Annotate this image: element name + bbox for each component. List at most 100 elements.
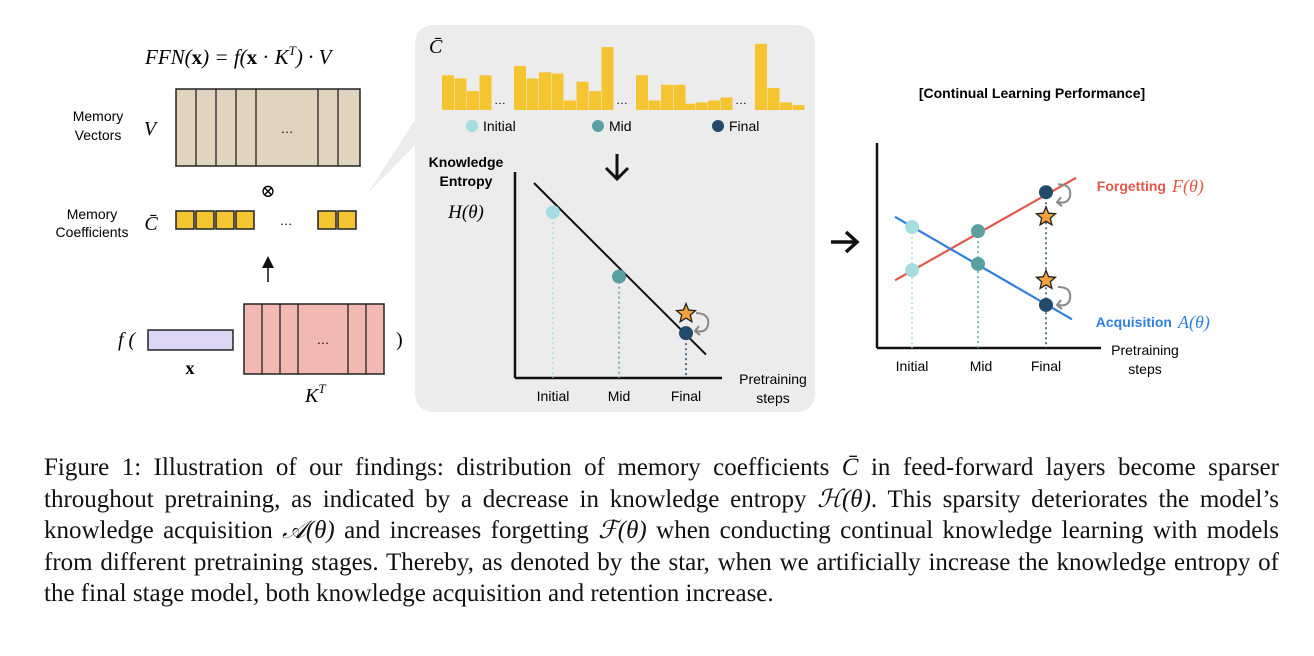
callout-background — [368, 25, 815, 412]
memory-coefficients-boxes: … — [175, 210, 357, 230]
histogram-initial-bar — [539, 72, 551, 110]
left-panel: FFN(x) = f(x · KT) · V Memory Vectors V … — [56, 43, 403, 407]
histogram-initial-bar — [454, 78, 467, 110]
acquisition-label: Acquisition — [1096, 314, 1172, 330]
histogram-initial-bar — [479, 75, 492, 110]
histogram-initial-bar — [514, 65, 526, 110]
mid-x-label-1: Pretraining — [739, 371, 807, 387]
histogram-final-ellipsis: … — [735, 93, 747, 107]
v-symbol: V — [144, 118, 159, 140]
big-right-arrow — [831, 230, 860, 254]
acquisition-star-icon — [1034, 268, 1058, 290]
histogram-initial-bar — [526, 78, 539, 110]
kt-symbol: KT — [304, 381, 326, 407]
f-open-paren: f ( — [118, 329, 137, 351]
forgetting-point-mid — [971, 224, 985, 239]
forgetting-curl-arrow-icon-head — [1055, 196, 1063, 207]
acquisition-point-mid — [971, 256, 985, 271]
down-arrow — [604, 154, 630, 182]
kt-ellipsis: … — [317, 332, 330, 347]
histogram-final-bar — [780, 102, 792, 110]
histogram-mid-bar — [576, 81, 589, 111]
memory-vectors-matrix: … — [175, 88, 361, 167]
right-x-tick-initial: Initial — [896, 358, 929, 374]
histogram-final-bar — [792, 105, 805, 110]
histogram-initial-bar — [467, 91, 479, 110]
close-paren: ) — [396, 329, 403, 351]
legend: Initial Mid Final — [466, 118, 759, 134]
continual-learning-chart — [894, 176, 1077, 348]
histogram-final-bar — [708, 100, 720, 110]
right-x-tick-final: Final — [1031, 358, 1061, 374]
legend-initial-label: Initial — [483, 118, 516, 134]
mid-x-tick-initial: Initial — [537, 388, 570, 404]
right-x-label-2: steps — [1128, 361, 1161, 377]
caption-text-1: Figure 1: Illustration of our findings: … — [44, 454, 842, 481]
forgetting-curl-arrow-icon — [1057, 183, 1072, 204]
mid-x-tick-final: Final — [671, 388, 701, 404]
memory-vectors-label-2: Vectors — [75, 127, 122, 143]
histograms: ……… — [442, 43, 805, 111]
mid-x-tick-mid: Mid — [608, 388, 631, 404]
caption-text-5: when conducting continual knowledge lear… — [44, 517, 1279, 607]
caption-c-bar: C̄ — [841, 454, 859, 481]
x-symbol: x — [186, 358, 195, 378]
otimes-symbol: ⊗ — [260, 181, 275, 201]
middle-panel: C̄ ……… Initial Mid Final Knowledge Entro… — [368, 25, 815, 412]
acquisition-point-final — [1039, 297, 1053, 312]
histogram-final-bar — [683, 103, 695, 110]
memory-coefficients-label-2: Coefficients — [56, 224, 129, 240]
caption-a-theta: 𝒜(θ) — [282, 517, 335, 544]
entropy-point-initial — [546, 205, 560, 220]
legend-final-label: Final — [729, 118, 759, 134]
legend-mid-marker — [592, 120, 604, 132]
legend-final-marker — [712, 120, 724, 132]
entropy-label-1: Knowledge — [429, 154, 504, 170]
acquisition-curl-arrow-icon-head — [1055, 299, 1063, 310]
histogram-final-bar — [755, 43, 767, 110]
histogram-final-bar — [767, 88, 780, 111]
forgetting-point-final — [1039, 185, 1053, 200]
ffn-equation: FFN(x) = f(x · KT) · V — [144, 43, 334, 69]
entropy-curl-arrow-icon — [695, 312, 710, 333]
kt-matrix: … — [243, 303, 385, 375]
forgetting-symbol: F(θ) — [1171, 176, 1204, 197]
histogram-final-bar — [720, 97, 733, 110]
histogram-mid-bar — [589, 91, 601, 110]
histogram-mid-bar — [636, 75, 648, 110]
histogram-initial-bar — [551, 73, 564, 110]
histogram-initial-bar — [442, 75, 454, 110]
memory-coefficients-label-1: Memory — [67, 206, 118, 222]
acquisition-curl-arrow-icon — [1057, 285, 1072, 307]
forgetting-label: Forgetting — [1097, 178, 1166, 194]
memory-vectors-label-1: Memory — [73, 108, 124, 124]
c-bar-symbol: C̄ — [144, 213, 158, 235]
caption-f-theta: ℱ(θ) — [598, 517, 647, 544]
entropy-trend-line — [533, 182, 707, 356]
caption-text-4: and increases forgetting — [334, 517, 599, 544]
entropy-symbol: H(θ) — [447, 202, 484, 223]
legend-initial-marker — [466, 120, 478, 132]
histogram-mid-bar — [564, 100, 576, 110]
right-x-label-1: Pretraining — [1111, 342, 1179, 358]
coef-ellipsis: … — [280, 213, 293, 228]
forgetting-star-icon — [1034, 205, 1058, 227]
histogram-mid-bar — [661, 84, 673, 110]
histogram-mid-bar — [673, 84, 686, 110]
histogram-final-bar — [695, 102, 708, 110]
middle-c-bar: C̄ — [429, 36, 443, 58]
entropy-curl-arrow-icon-head — [693, 325, 701, 336]
right-panel: [Continual Learning Performance] Pretrai… — [875, 85, 1210, 377]
histogram-mid-bar — [601, 47, 614, 110]
entropy-chart — [533, 182, 710, 378]
figure: FFN(x) = f(x · KT) · V Memory Vectors V … — [56, 25, 1210, 412]
legend-mid-label: Mid — [609, 118, 632, 134]
forgetting-point-initial — [905, 263, 919, 278]
caption-text-2: in feed-forward layers become sparser th… — [44, 454, 1279, 513]
acquisition-symbol: A(θ) — [1177, 312, 1210, 333]
x-vector — [147, 329, 234, 351]
matrix-ellipsis: … — [281, 121, 294, 136]
right-panel-title: [Continual Learning Performance] — [919, 85, 1145, 101]
entropy-label-2: Entropy — [440, 173, 493, 189]
histogram-mid-ellipsis: … — [616, 93, 628, 107]
